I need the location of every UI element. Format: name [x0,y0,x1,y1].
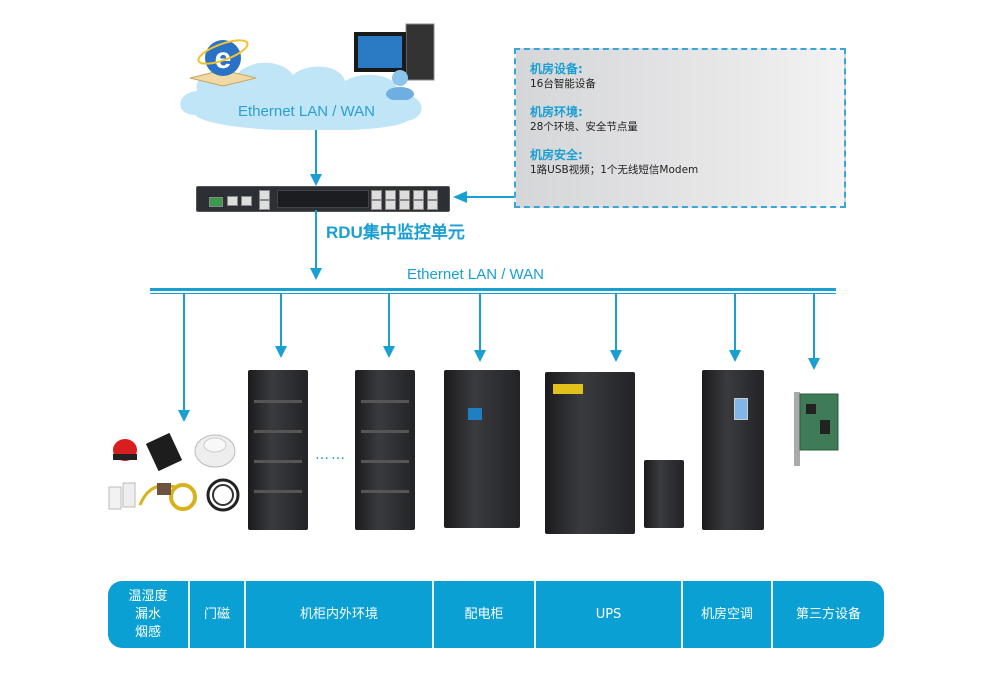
alarm-light-icon [113,439,137,461]
cable-sensor-icon [206,478,240,512]
drop-arrowhead-sensors [178,410,190,422]
controller-box-icon [145,432,183,472]
server-cabinet-2 [355,370,415,530]
small-ups [644,460,684,528]
svg-text:e: e [215,42,232,75]
cloud-to-rdu-arrowhead [310,174,322,186]
power-distribution-cabinet [444,370,520,528]
cloud-to-rdu-line [315,130,317,176]
internet-explorer-icon: e [188,30,258,90]
drop-line-power-cabinet [479,294,481,350]
drop-line-cabinet-1 [280,294,282,346]
info-text: 16台智能设备 [530,78,596,90]
info-to-rdu-arrowhead [453,191,467,203]
water-leak-sensor-icon [138,483,197,511]
category-power-cabinet: 配电柜 [434,581,536,648]
drop-line-cabinet-2 [388,294,390,346]
rdu-device [196,186,450,212]
ups-cabinet [545,372,635,534]
info-heading: 机房环境: [530,105,583,119]
rdu-label: RDU集中监控单元 [326,223,465,242]
info-to-rdu-line [466,196,514,198]
category-door-contact: 门磁 [190,581,246,648]
rdu-to-bus-line [315,210,317,268]
info-section-equipment: 机房设备: 16台智能设备 [530,62,844,91]
category-env-sensors: 温湿度 漏水 烟感 [108,581,190,648]
drop-line-ups [615,294,617,350]
drop-arrowhead-power-cabinet [474,350,486,362]
drop-arrowhead-cabinet-2 [383,346,395,358]
smoke-detector-icon [194,434,236,468]
network-bus-line-thin [150,293,836,294]
rdu-to-bus-arrowhead [310,268,322,280]
info-text: 1路USB视频；1个无线短信Modem [530,164,699,176]
category-bar: 温湿度 漏水 烟感 门磁 机柜内外环境 配电柜 UPS 机房空调 第三方设备 [108,581,884,648]
server-cabinet-1 [248,370,308,530]
info-section-environment: 机房环境: 28个环境、安全节点量 [530,105,844,134]
computer-user-icon [348,20,438,101]
drop-line-ac [734,294,736,350]
category-ups: UPS [536,581,683,648]
info-box: 机房设备: 16台智能设备 机房环境: 28个环境、安全节点量 机房安全: 1路… [514,48,846,208]
third-party-interface-card [790,390,840,470]
drop-arrowhead-ups [610,350,622,362]
precision-air-conditioner [702,370,764,530]
ellipsis: …… [315,447,347,463]
top-network-label: Ethernet LAN / WAN [238,103,375,120]
info-heading: 机房设备: [530,62,583,76]
drop-arrowhead-cabinet-1 [275,346,287,358]
category-cabinet-environment: 机柜内外环境 [246,581,434,648]
drop-line-sensors [183,294,185,412]
bus-network-label: Ethernet LAN / WAN [407,266,544,283]
drop-arrowhead-ac [729,350,741,362]
category-air-conditioner: 机房空调 [683,581,773,648]
category-third-party: 第三方设备 [773,581,884,648]
info-text: 28个环境、安全节点量 [530,121,638,133]
network-bus-line [150,288,836,291]
sensors-group [105,425,245,520]
drop-line-third-party [813,294,815,358]
info-heading: 机房安全: [530,148,583,162]
info-section-security: 机房安全: 1路USB视频；1个无线短信Modem [530,148,844,177]
door-sensor-icon [108,482,136,510]
drop-arrowhead-third-party [808,358,820,370]
